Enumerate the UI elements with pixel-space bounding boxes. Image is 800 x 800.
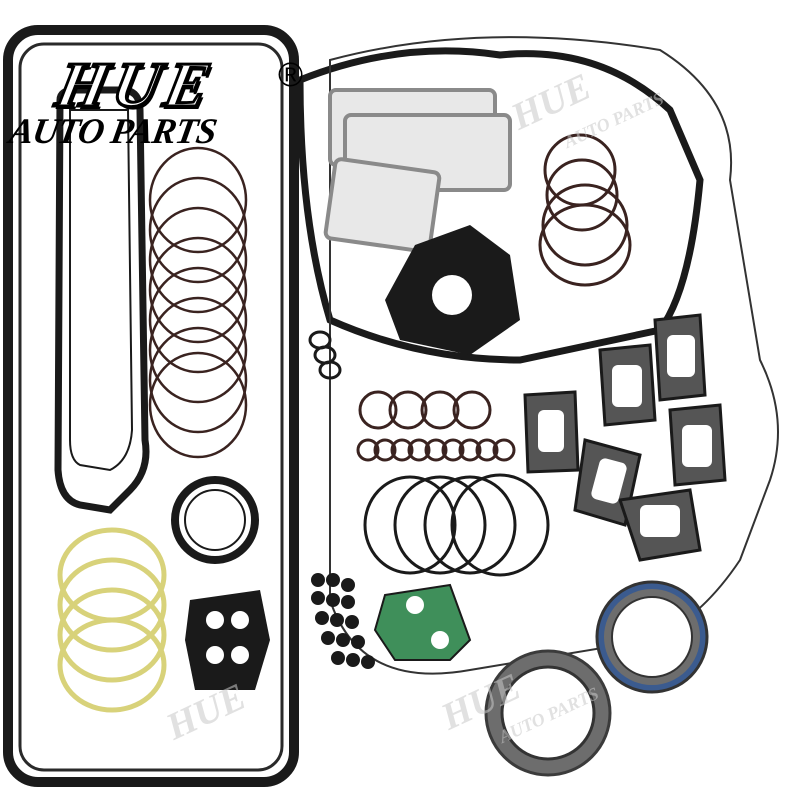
round-flange-gasket	[171, 476, 259, 564]
registered-trademark-icon: ®	[278, 56, 304, 94]
outer-loop-gasket	[329, 36, 779, 675]
multi-hole-gasket	[185, 590, 270, 690]
crankshaft-seal-large	[484, 649, 612, 777]
metal-plate-gaskets	[323, 88, 512, 254]
irregular-black-gasket	[385, 225, 520, 355]
large-o-rings	[363, 473, 550, 577]
valve-stem-seals	[311, 573, 375, 669]
valve-cover-gasket	[54, 86, 150, 514]
brand-tagline: AUTO PARTS	[6, 111, 220, 151]
tiny-o-rings	[308, 330, 342, 380]
yellow-ring-stack	[57, 527, 167, 713]
green-gasket	[373, 583, 472, 661]
brand-logo: HUE AUTO PARTS ®	[6, 40, 304, 160]
crankshaft-seal-blue	[595, 580, 709, 694]
o-ring-row	[356, 390, 516, 462]
small-o-rings-top	[538, 133, 632, 287]
o-ring-stack	[148, 146, 248, 459]
exhaust-gasket-holes	[538, 335, 712, 537]
oil-pan-gasket	[3, 25, 299, 787]
timing-cover-gasket	[296, 47, 704, 364]
